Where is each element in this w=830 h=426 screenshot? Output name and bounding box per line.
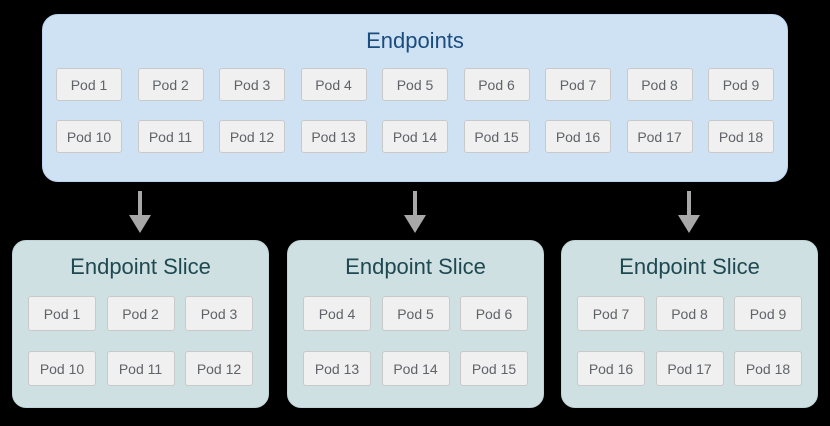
pod-chip: Pod 3 (219, 68, 285, 101)
endpoint-slice-title: Endpoint Slice (619, 254, 760, 279)
arrow-stem (138, 191, 142, 215)
pod-chip: Pod 1 (28, 296, 96, 331)
pod-chip: Pod 4 (300, 68, 367, 101)
endpoint-slice-title: Endpoint Slice (70, 254, 211, 279)
pod-chip: Pod 4 (303, 296, 371, 331)
endpoints-box: Endpoints Pod 1 Pod 2 Pod 3 Pod 4 Pod 5 … (42, 14, 788, 182)
endpoint-slice-box-2: Endpoint Slice Pod 4 Pod 5 Pod 6 Pod 13 … (287, 240, 544, 408)
endpoints-title: Endpoints (366, 28, 464, 53)
pod-chip: Pod 10 (56, 120, 122, 153)
arrow-stem (687, 191, 691, 215)
pod-chip: Pod 10 (28, 351, 96, 386)
pod-chip: Pod 14 (382, 120, 448, 153)
pod-chip: Pod 17 (626, 120, 693, 153)
pod-chip: Pod 13 (300, 120, 367, 153)
endpoint-slice-title: Endpoint Slice (345, 254, 486, 279)
pod-chip: Pod 9 (734, 296, 802, 331)
pod-chip: Pod 11 (137, 120, 204, 153)
pod-chip: Pod 2 (106, 296, 175, 331)
pod-chip: Pod 7 (545, 68, 611, 101)
pod-chip: Pod 15 (460, 351, 528, 386)
endpoints-pod-row-2: Pod 10 Pod 11 Pod 12 Pod 13 Pod 14 Pod 1… (43, 120, 787, 153)
pod-chip: Pod 8 (655, 296, 724, 331)
pod-chip: Pod 12 (185, 351, 253, 386)
arrow-down-icon (678, 191, 700, 233)
pod-chip: Pod 17 (655, 351, 724, 386)
pod-chip: Pod 11 (106, 351, 175, 386)
pod-chip: Pod 9 (708, 68, 774, 101)
endpoint-slice-box-1: Endpoint Slice Pod 1 Pod 2 Pod 3 Pod 10 … (12, 240, 269, 408)
pod-chip: Pod 14 (381, 351, 450, 386)
pod-chip: Pod 7 (577, 296, 645, 331)
endpoint-slice-box-3: Endpoint Slice Pod 7 Pod 8 Pod 9 Pod 16 … (561, 240, 818, 408)
pod-chip: Pod 2 (137, 68, 204, 101)
arrow-head (129, 215, 151, 233)
pod-chip: Pod 8 (626, 68, 693, 101)
slice-1-pod-row-2: Pod 10 Pod 11 Pod 12 (13, 351, 268, 386)
arrow-down-icon (404, 191, 426, 233)
pod-chip: Pod 5 (382, 68, 448, 101)
slice-1-pod-row-1: Pod 1 Pod 2 Pod 3 (13, 296, 268, 331)
pod-chip: Pod 6 (460, 296, 528, 331)
pod-chip: Pod 3 (185, 296, 253, 331)
pod-chip: Pod 16 (577, 351, 645, 386)
arrow-down-icon (129, 191, 151, 233)
pod-chip: Pod 16 (545, 120, 611, 153)
pod-chip: Pod 18 (708, 120, 774, 153)
slice-2-pod-row-2: Pod 13 Pod 14 Pod 15 (288, 351, 543, 386)
slice-3-pod-row-1: Pod 7 Pod 8 Pod 9 (562, 296, 817, 331)
pod-chip: Pod 5 (381, 296, 450, 331)
slice-2-pod-row-1: Pod 4 Pod 5 Pod 6 (288, 296, 543, 331)
slice-3-pod-row-2: Pod 16 Pod 17 Pod 18 (562, 351, 817, 386)
endpoints-pod-row-1: Pod 1 Pod 2 Pod 3 Pod 4 Pod 5 Pod 6 Pod … (43, 68, 787, 101)
arrow-head (404, 215, 426, 233)
arrow-head (678, 215, 700, 233)
pod-chip: Pod 12 (219, 120, 285, 153)
arrow-stem (413, 191, 417, 215)
pod-chip: Pod 6 (463, 68, 530, 101)
pod-chip: Pod 18 (734, 351, 802, 386)
pod-chip: Pod 1 (56, 68, 122, 101)
pod-chip: Pod 13 (303, 351, 371, 386)
pod-chip: Pod 15 (463, 120, 530, 153)
